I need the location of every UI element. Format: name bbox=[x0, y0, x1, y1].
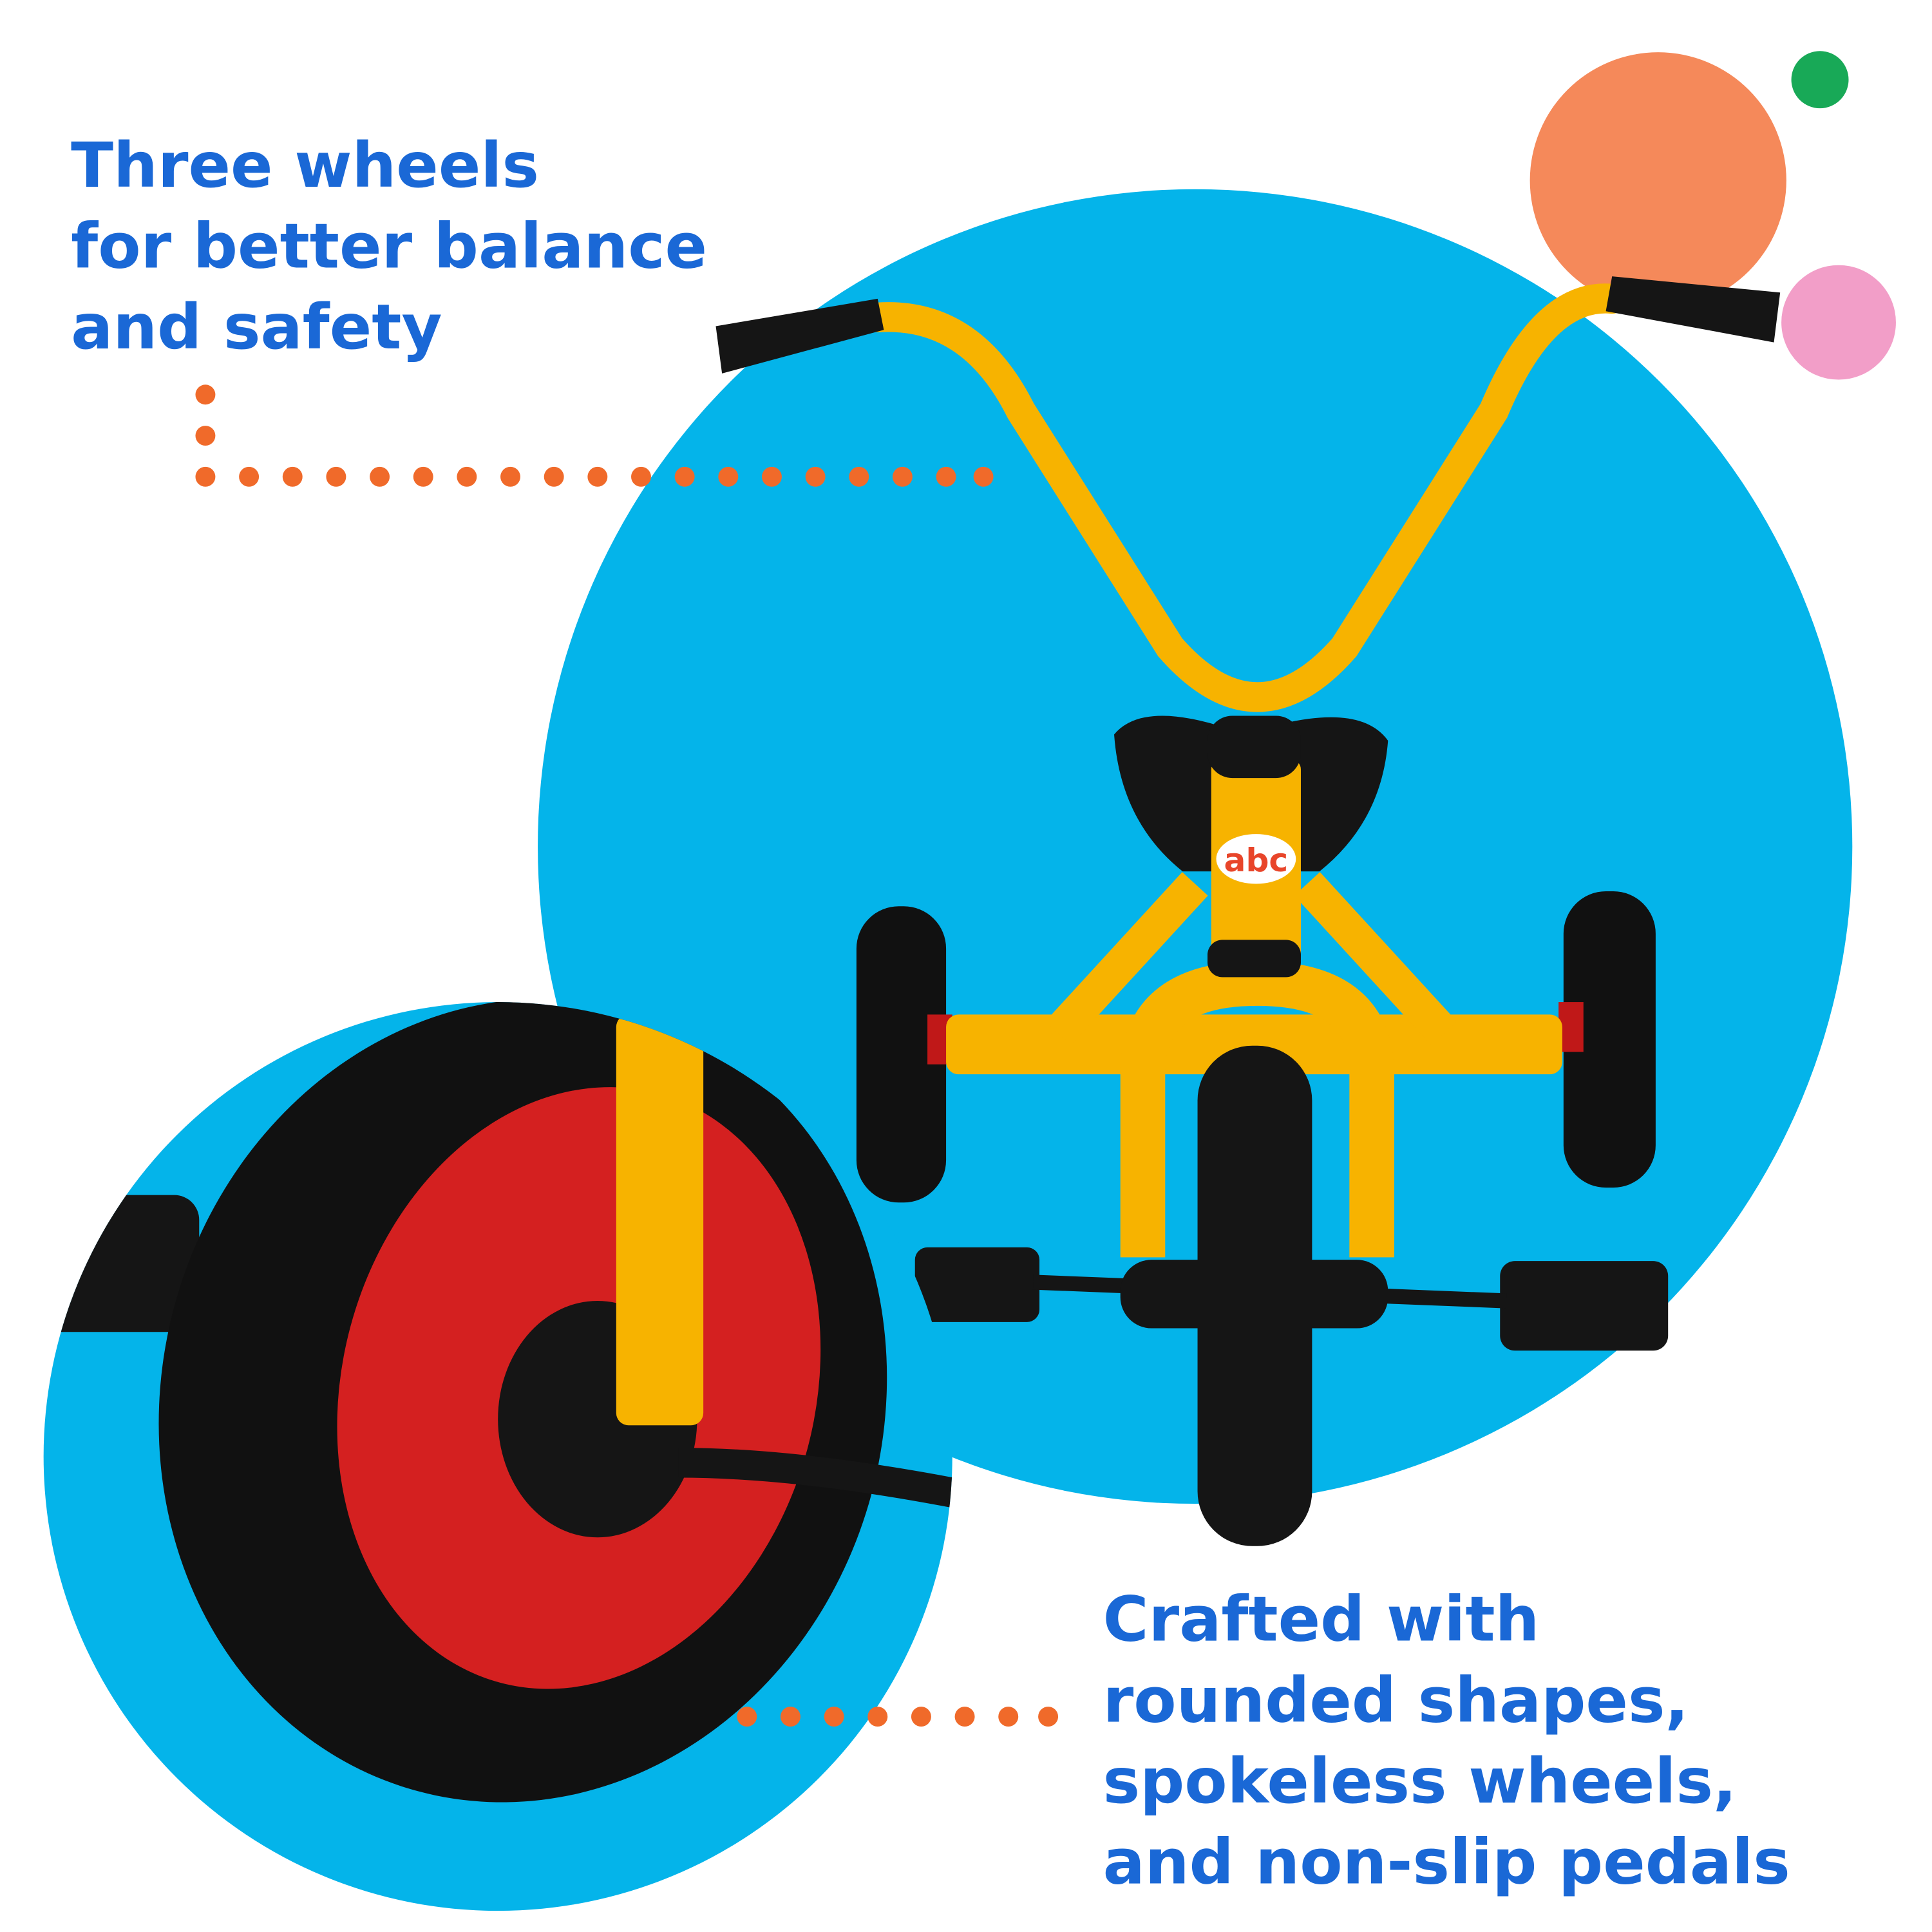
headline-top-line: and safety bbox=[71, 290, 442, 363]
headline-top-line: Three wheels bbox=[71, 129, 539, 202]
top-callout-dots bbox=[195, 384, 994, 487]
headline-top-line: for better balance bbox=[71, 210, 707, 283]
orange-decor-circle bbox=[1530, 52, 1786, 309]
headline-top: Three wheels for better balance and safe… bbox=[71, 129, 707, 363]
headline-bottom-line: and non-slip pedals bbox=[1103, 1826, 1790, 1899]
headline-bottom-line: rounded shapes, bbox=[1103, 1663, 1689, 1736]
headline-bottom: Crafted with rounded shapes, spokeless w… bbox=[1103, 1583, 1790, 1899]
brand-logo: abc bbox=[1224, 841, 1289, 879]
headline-bottom-line: Crafted with bbox=[1103, 1583, 1540, 1656]
wheel-closeup bbox=[43, 1002, 952, 1911]
bottom-callout-dots bbox=[737, 1707, 1059, 1727]
pink-decor-circle bbox=[1781, 265, 1896, 380]
headline-bottom-line: spokeless wheels, bbox=[1103, 1745, 1737, 1817]
green-decor-circle bbox=[1791, 51, 1849, 109]
tricycle-photo: abc bbox=[715, 276, 1781, 1546]
